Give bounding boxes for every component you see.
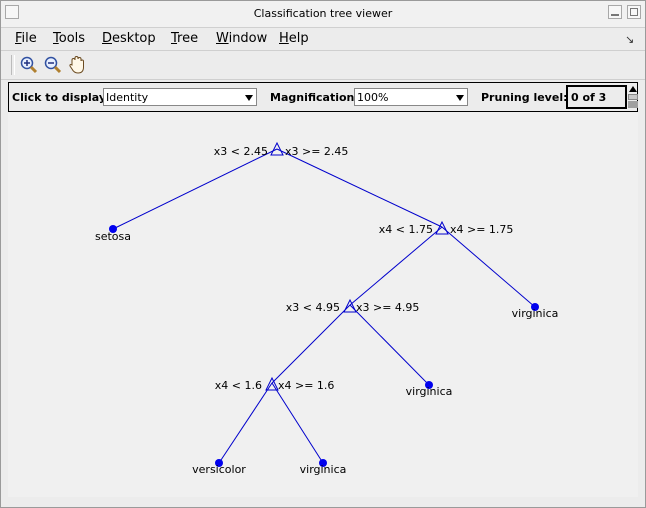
split-node-triangle[interactable] [265,376,279,391]
pruning-spinner[interactable] [628,85,639,109]
magnification-label: Magnification: [270,91,359,104]
toolbar-separator [11,55,15,75]
chevron-down-icon [456,95,464,101]
split-left-rule: x4 < 1.6 [215,379,262,392]
leaf-label: virginica [512,307,559,320]
edge [441,226,536,308]
chevron-down-icon [245,95,253,101]
menu-desktop[interactable]: Desktop [102,31,156,46]
leaf-node-dot[interactable] [531,303,539,311]
control-bar: Click to display: Identity Magnification… [8,82,638,112]
toolbar [1,51,645,80]
click-to-display-label: Click to display: [12,91,111,104]
tree-canvas[interactable]: x3 < 2.45 x3 >= 2.45 x4 < 1.75 x4 >= 1.7… [8,112,638,497]
split-right-rule: x3 >= 2.45 [285,145,348,158]
click-to-display-select[interactable]: Identity [103,88,257,106]
pan-hand-icon[interactable] [67,55,87,75]
split-left-rule: x3 < 4.95 [286,301,340,314]
split-right-rule: x4 >= 1.6 [278,379,334,392]
leaf-label: versicolor [192,463,246,476]
split-node-triangle[interactable] [435,220,449,235]
spin-up-icon[interactable] [629,86,637,92]
leaf-label: virginica [406,385,453,398]
leaf-label: setosa [95,230,131,243]
split-left-rule: x3 < 2.45 [214,145,268,158]
leaf-node-dot[interactable] [109,225,117,233]
leaf-node-dot[interactable] [425,381,433,389]
edge [349,304,430,386]
split-right-rule: x4 >= 1.75 [450,223,513,236]
leaf-label: virginica [300,463,347,476]
edges [112,148,536,464]
menu-file[interactable]: File [15,31,37,46]
split-left-rule: x4 < 1.75 [379,223,433,236]
tree-diagram: x3 < 2.45 x3 >= 2.45 x4 < 1.75 x4 >= 1.7… [95,141,559,476]
split-node-triangle[interactable] [270,141,284,156]
pruning-level-label: Pruning level: [481,91,568,104]
minimize-button[interactable] [608,5,622,19]
edge [276,148,443,228]
menu-tools[interactable]: Tools [53,31,86,46]
menu-help[interactable]: Help [279,31,309,46]
maximize-button[interactable] [627,5,641,19]
window-title: Classification tree viewer [253,7,393,20]
edge [112,148,278,230]
edge [271,382,324,464]
menu-window[interactable]: Window [216,31,268,46]
magnification-select[interactable]: 100% [354,88,468,106]
split-right-rule: x3 >= 4.95 [356,301,419,314]
split-node-triangle[interactable] [343,298,357,313]
zoom-in-icon[interactable] [19,55,39,75]
title-bar[interactable]: Classification tree viewer [1,1,645,28]
leaf-node-dot[interactable] [215,459,223,467]
dock-arrow-icon[interactable]: ↘ [625,33,635,46]
zoom-out-icon[interactable] [43,55,63,75]
edge [271,304,351,384]
menu-bar: File Tools Desktop Tree Window Help ↘ [1,28,645,51]
pruning-level-field[interactable]: 0 of 3 [566,85,627,109]
leaf-node-dot[interactable] [319,459,327,467]
window-menu-button[interactable] [5,5,19,19]
spin-down-area[interactable] [628,101,638,108]
spin-thumb[interactable] [628,94,638,100]
edge [349,226,443,306]
edge [218,382,273,464]
menu-tree[interactable]: Tree [171,31,199,46]
